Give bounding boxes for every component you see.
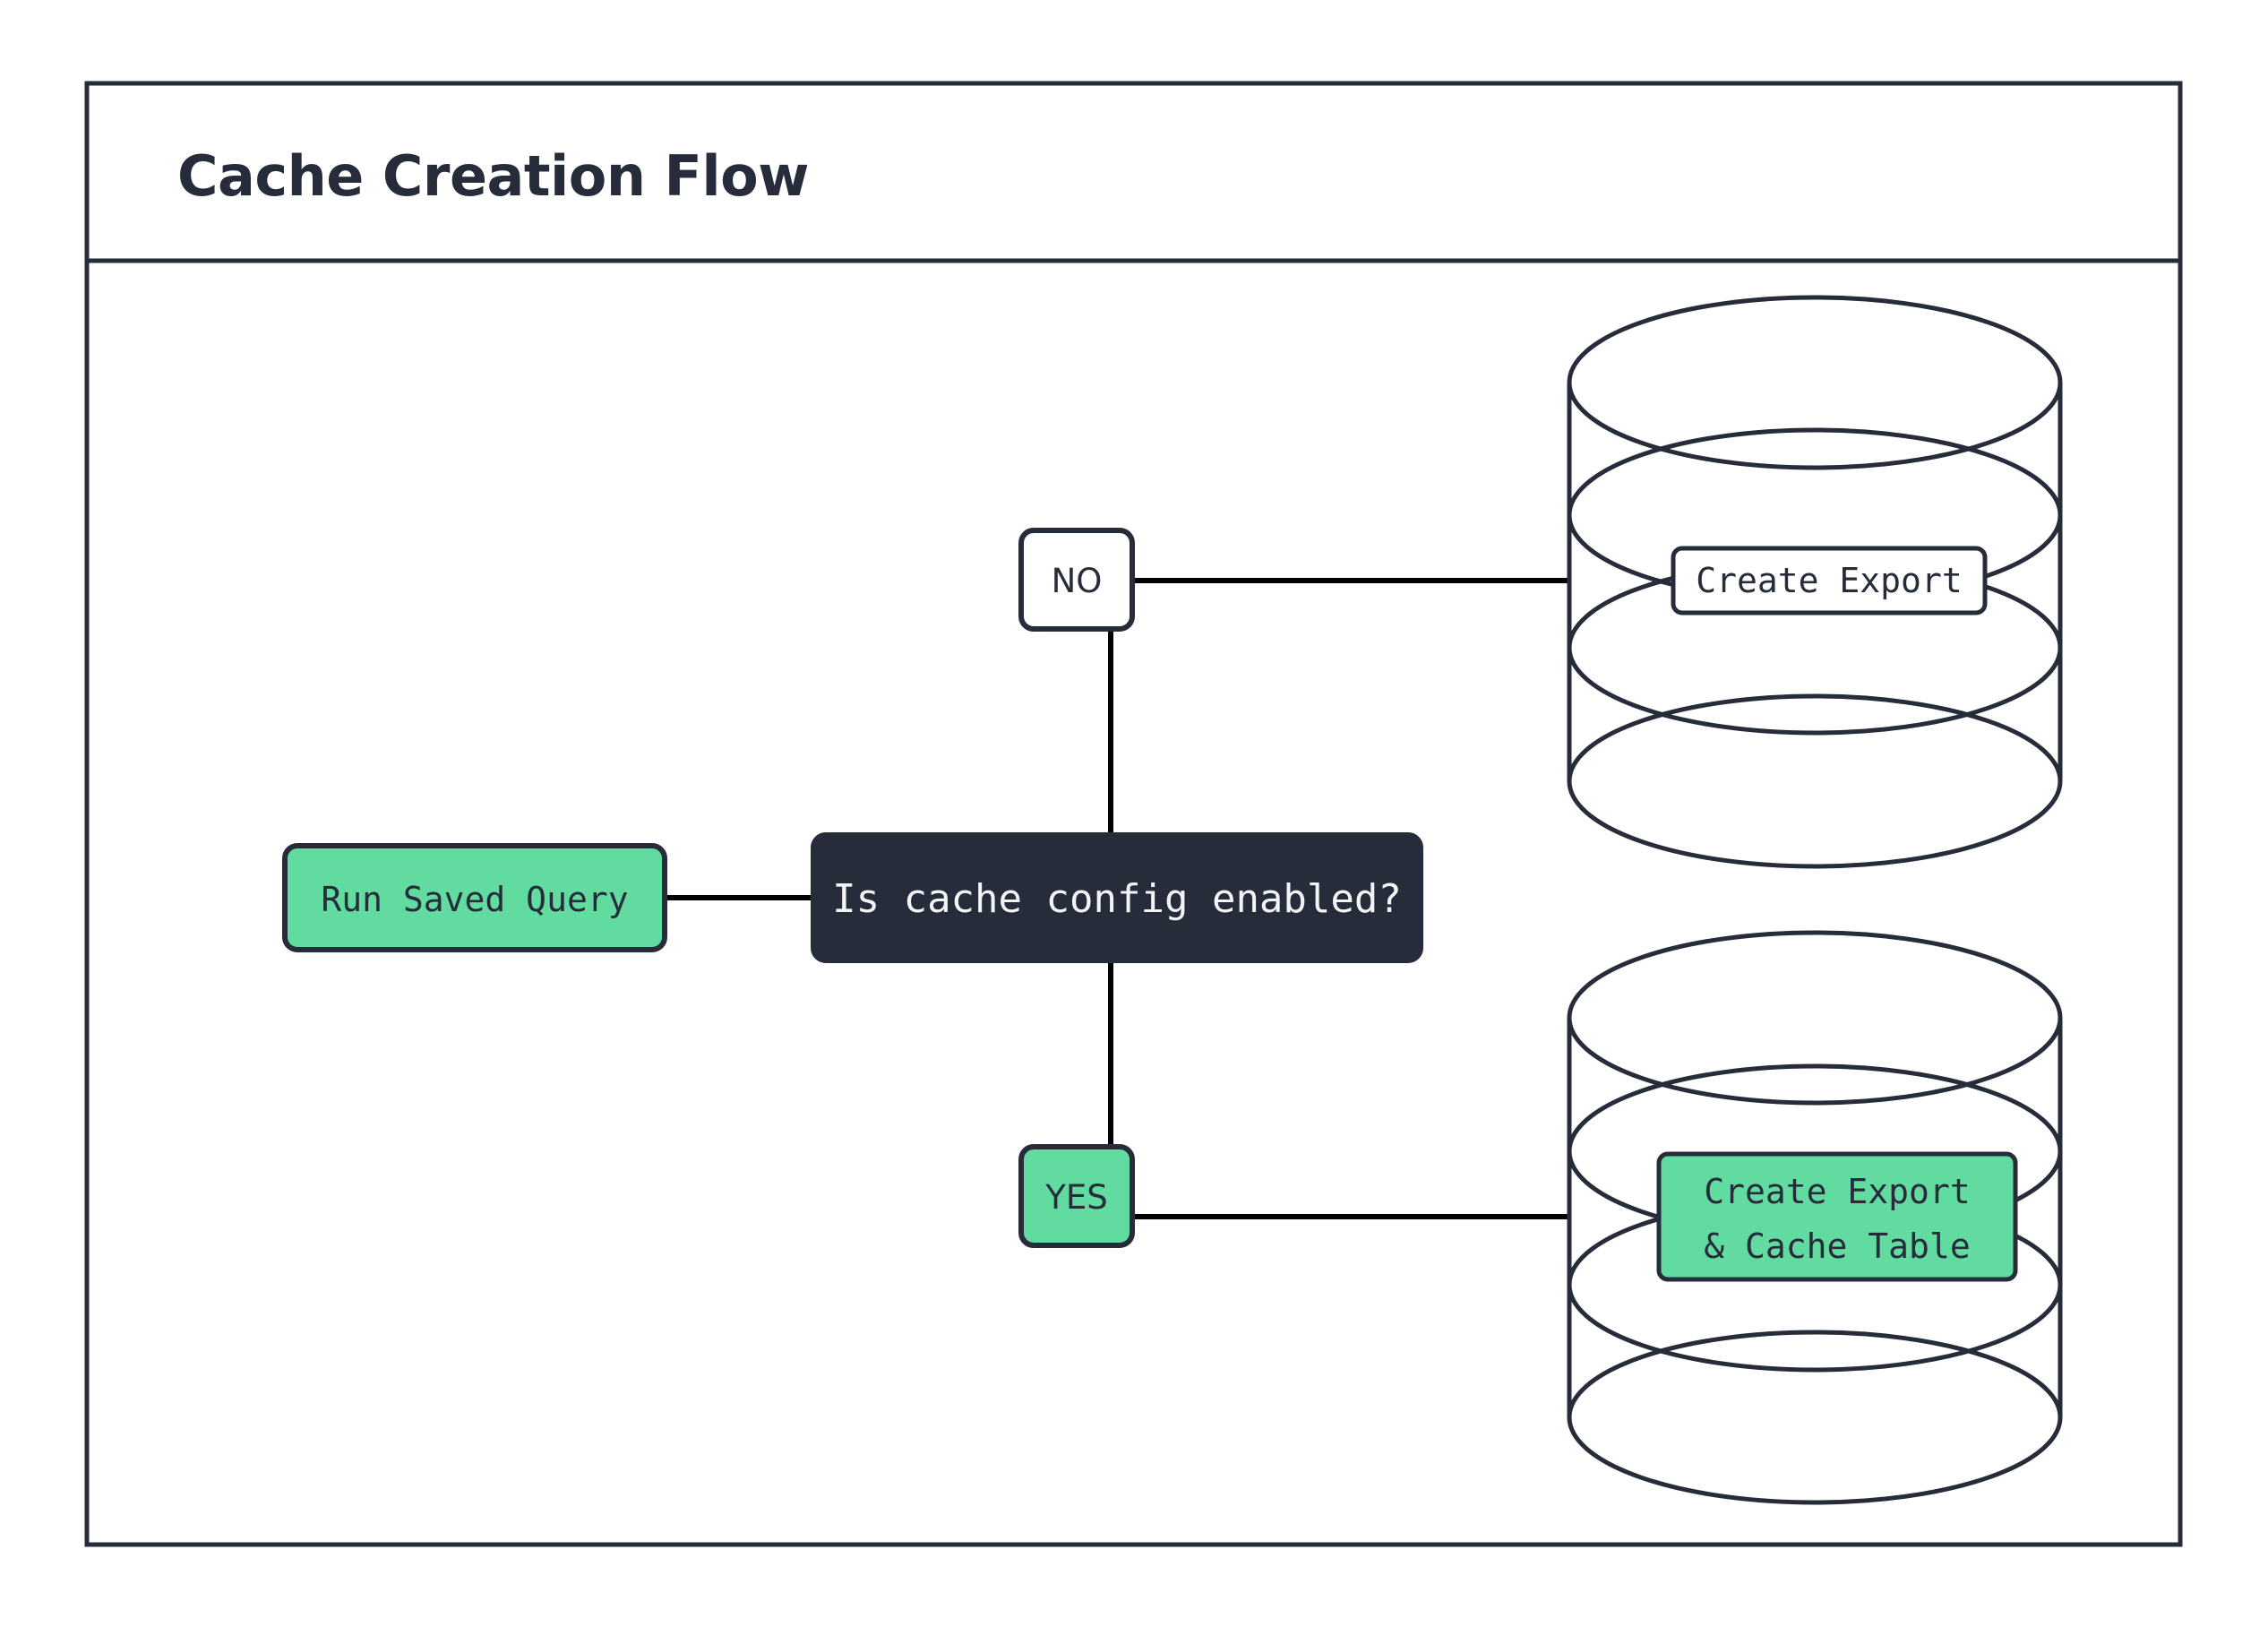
database-disk-5 (1567, 930, 2063, 1106)
run-saved-query-label: Run Saved Query (321, 880, 628, 919)
decision-label: Is cache config enabled? (832, 876, 1402, 922)
database-label-cache-table-line2: & Cache Table (1704, 1227, 1970, 1266)
decision-box[interactable] (811, 832, 1423, 963)
database-disk-4 (1567, 693, 2063, 869)
node-cache-config-decision[interactable]: Is cache config enabled? (811, 832, 1423, 963)
database-body-fill (1569, 383, 2060, 866)
database-label-chip-2 (1656, 1151, 2018, 1282)
database-label-chip (1671, 546, 1988, 616)
page-title: Cache Creation Flow (177, 143, 809, 209)
database-create-export-cache-table[interactable]: Create Export & Cache Table (1567, 930, 2063, 1505)
node-run-saved-query[interactable]: Run Saved Query (282, 843, 667, 952)
database-label-create-export: Create Export (1696, 561, 1962, 600)
branch-yes-box[interactable] (1018, 1144, 1135, 1248)
database-create-export[interactable]: Create Export (1567, 295, 2063, 869)
node-branch-no[interactable]: NO (1018, 528, 1135, 632)
database-disk-8 (1567, 1330, 2063, 1505)
database-label-create-export-line1: Create Export (1704, 1172, 1970, 1211)
database-disk-1 (1567, 295, 2063, 470)
branch-no-label: NO (1052, 562, 1103, 600)
branch-yes-label: YES (1044, 1178, 1107, 1217)
node-branch-yes[interactable]: YES (1018, 1144, 1135, 1248)
branch-no-box[interactable] (1018, 528, 1135, 632)
run-saved-query-box[interactable] (282, 843, 667, 952)
